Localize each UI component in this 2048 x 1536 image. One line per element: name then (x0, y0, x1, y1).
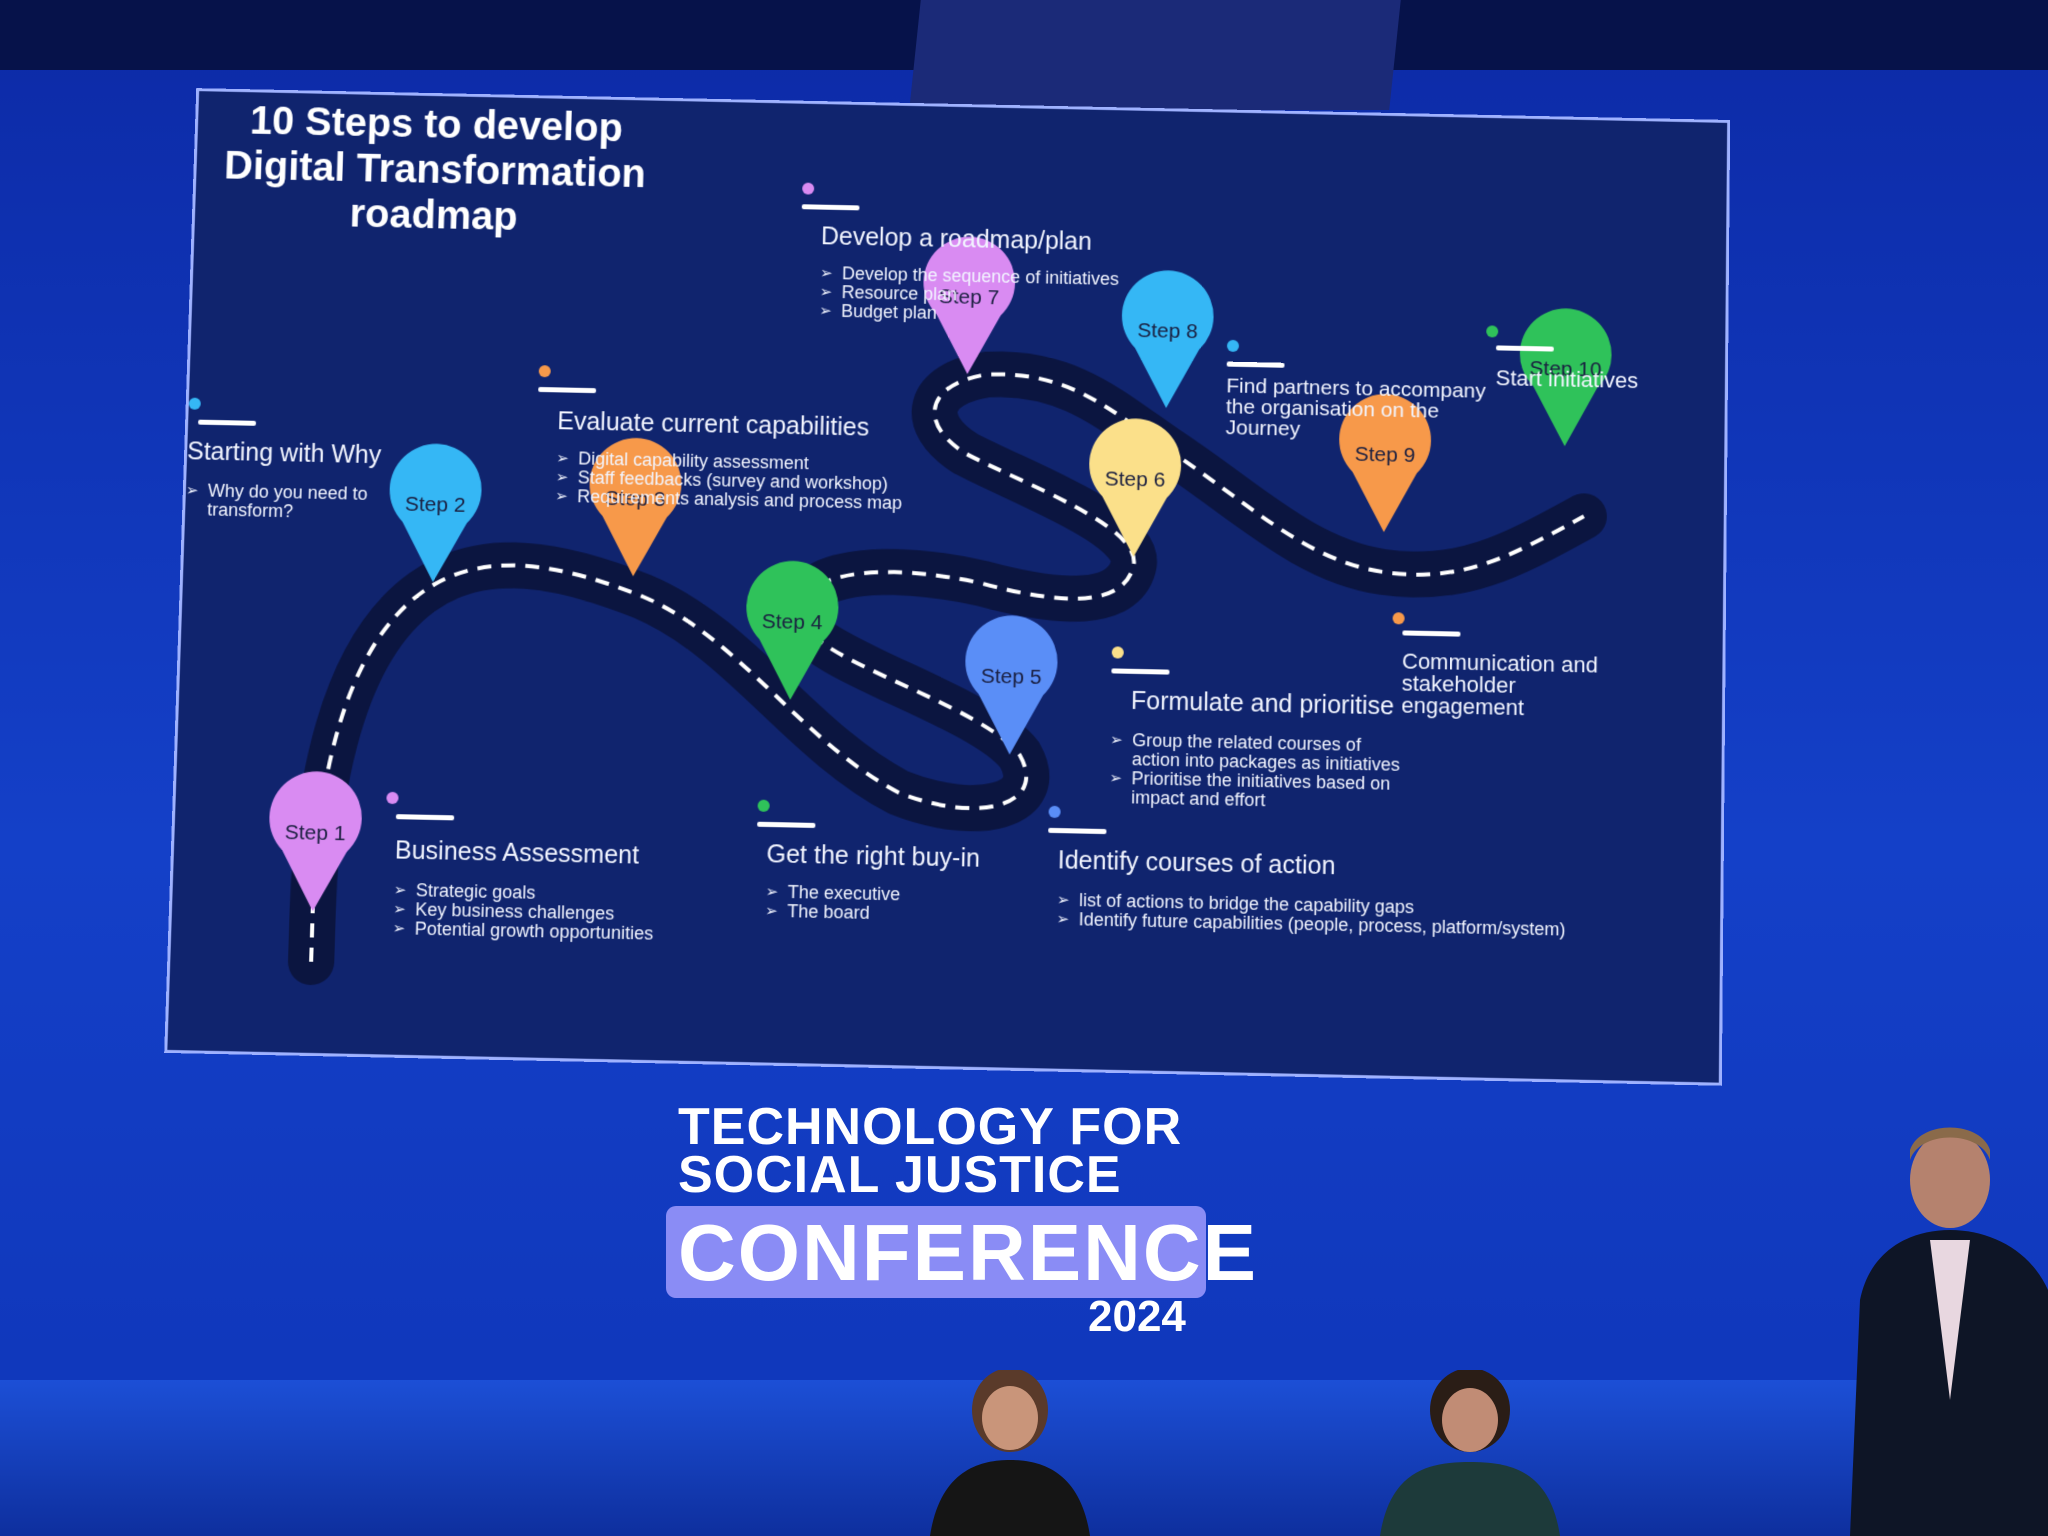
step-6-heading: Formulate and prioritise (1130, 686, 1395, 721)
pin-label: Step 4 (761, 610, 823, 634)
step-10-heading: Start initiatives (1495, 365, 1639, 394)
panelist-left (930, 1370, 1090, 1536)
pin-label: Step 5 (981, 664, 1042, 688)
pin-label: Step 8 (1137, 319, 1198, 343)
step-2-bullet: Why do you need to transform? (185, 481, 396, 523)
step-9-heading: Communication and stakeholder engagement (1401, 648, 1599, 721)
pin-label: Step 1 (284, 820, 346, 845)
conference-logo: TECHNOLOGY FOR SOCIAL JUSTICE CONFERENCE… (660, 1098, 1256, 1341)
speaker (1850, 1127, 2048, 1536)
step-1-bullets: Strategic goals Key business challenges … (392, 880, 715, 945)
conference-line-1: TECHNOLOGY FOR (678, 1098, 1183, 1156)
step-7-bullets: Develop the sequence of initiatives Reso… (819, 263, 1139, 327)
step-3-bullets: Digital capability assessment Staff feed… (555, 448, 976, 515)
step-10-dot (1486, 325, 1499, 338)
pin-marker (1087, 417, 1182, 558)
pin-marker (1120, 269, 1215, 409)
step-10-pin: Step 10 (1518, 307, 1613, 448)
pin-label: Step 6 (1104, 467, 1165, 491)
presentation-slide: 10 Steps to develop Digital Transformati… (164, 88, 1731, 1086)
conference-badge: CONFERENCE (666, 1206, 1256, 1298)
step-6-pin: Step 6 (1087, 417, 1182, 558)
step-6-bullets: Group the related courses of action into… (1109, 730, 1401, 813)
panelist-right (1380, 1370, 1560, 1536)
pin-marker (266, 770, 364, 913)
step-1-pin: Step 1 (266, 770, 364, 913)
pin-marker (1518, 307, 1613, 448)
step-4-bullets: The executive The board (765, 882, 967, 925)
step-5-pin: Step 5 (963, 614, 1059, 756)
step-8-heading: Find partners to accompany the organisat… (1225, 374, 1486, 441)
ceiling-projector-housing (909, 0, 1401, 110)
step-7-heading: Develop a roadmap/plan (820, 222, 1093, 256)
conference-line-2: SOCIAL JUSTICE (678, 1146, 1122, 1204)
step-2-heading: Starting with Why (186, 437, 382, 470)
pin-marker (744, 560, 840, 701)
step-9-pin: Step 9 (1337, 393, 1432, 534)
pin-marker (963, 614, 1059, 756)
pin-label: Step 10 (1529, 357, 1601, 381)
pin-marker (386, 442, 483, 584)
step-5-heading: Identify courses of action (1057, 846, 1336, 881)
pin-label: Step 2 (405, 492, 466, 516)
conference-year: 2024 (1088, 1292, 1186, 1341)
conference-word: CONFERENCE (678, 1208, 1259, 1297)
pin-label: Step 9 (1354, 442, 1415, 466)
step-4-pin: Step 4 (744, 560, 840, 701)
step-6-bullet: Prioritise the initiatives based on impa… (1109, 768, 1401, 813)
step-1-heading: Business Assessment (394, 836, 640, 870)
step-8-pin: Step 8 (1120, 269, 1215, 409)
pin-marker (1337, 393, 1432, 534)
step-2-bullets: Why do you need to transform? (185, 481, 396, 523)
step-4-heading: Get the right buy-in (766, 840, 981, 873)
step-2-pin: Step 2 (386, 442, 483, 584)
step-9-dot (1392, 612, 1405, 625)
